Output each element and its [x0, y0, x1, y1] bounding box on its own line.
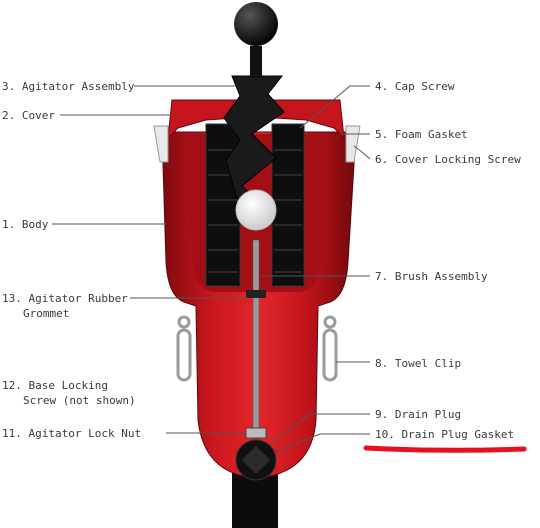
label-drain-plug-gasket: 10. Drain Plug Gasket: [375, 428, 515, 441]
label-agitator-assembly: 3. Agitator Assembly: [2, 80, 135, 93]
label-base-screw-line-2: Screw (not shown): [23, 394, 136, 407]
golf-ball: [235, 189, 277, 231]
leader-drain-plug-gasket: [275, 433, 370, 453]
leader-drain-plug: [269, 413, 370, 445]
towel-clip-left: [176, 315, 192, 382]
agitator-lock-nut: [245, 427, 267, 439]
agitator-knob: [234, 2, 278, 46]
brush-right: [271, 123, 305, 287]
label-drain-plug: 9. Drain Plug: [375, 408, 462, 421]
label-cap-screw: 4. Cap Screw: [375, 80, 455, 93]
label-grommet-line-2: Grommet: [23, 307, 70, 320]
leader-lines: [52, 85, 371, 453]
leader-cover-locking-screw: [353, 145, 371, 160]
agitator-shaft: [252, 239, 260, 437]
agitator-grommet: [246, 290, 266, 298]
label-body: 1. Body: [2, 218, 49, 231]
towel-clip-right: [322, 315, 338, 382]
label-agitator-rubber-grommet: 13. Agitator Rubber Grommet: [2, 291, 128, 321]
label-base-locking-screw: 12. Base Locking Screw (not shown): [2, 378, 136, 408]
label-brush-assembly: 7. Brush Assembly: [375, 270, 488, 283]
label-foam-gasket: 5. Foam Gasket: [375, 128, 468, 141]
label-towel-clip: 8. Towel Clip: [375, 357, 462, 370]
label-base-screw-line-1: 12. Base Locking: [2, 379, 108, 392]
leader-cap-screw: [299, 85, 370, 129]
label-agitator-lock-nut: 11. Agitator Lock Nut: [2, 427, 142, 440]
label-cover-locking-screw: 6. Cover Locking Screw: [375, 153, 521, 166]
highlight-underline: [363, 445, 527, 453]
label-grommet-line-1: 13. Agitator Rubber: [2, 292, 128, 305]
label-cover: 2. Cover: [2, 109, 55, 122]
